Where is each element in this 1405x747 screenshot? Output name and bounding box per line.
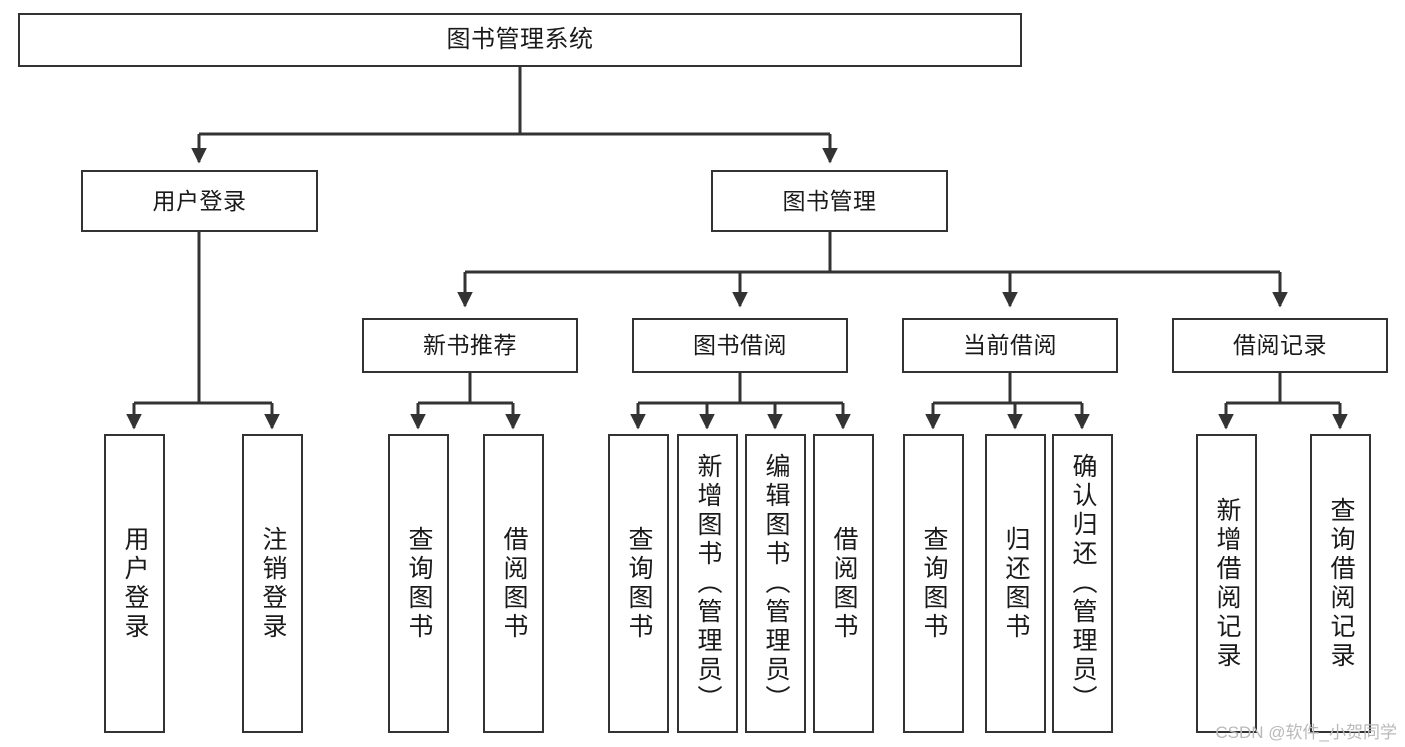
leaf-user-login-signin[interactable]: 用户登录 [104, 434, 165, 733]
leaf-current-borrow-return[interactable]: 归还图书 [985, 434, 1046, 733]
leaf-label: 借阅图书 [500, 525, 528, 642]
leaf-book-borrow-query[interactable]: 查询图书 [608, 434, 669, 733]
node-borrow-record-label: 借阅记录 [1233, 332, 1327, 359]
node-new-book-recommend[interactable]: 新书推荐 [362, 318, 578, 373]
leaf-label: 编辑图书（管理员） [762, 453, 790, 714]
leaf-label: 归还图书 [1002, 525, 1030, 642]
node-book-management[interactable]: 图书管理 [711, 170, 948, 232]
csdn-watermark: CSDN @软件_小贺同学 [1215, 723, 1397, 742]
node-current-borrow[interactable]: 当前借阅 [902, 318, 1118, 373]
leaf-borrow-record-add[interactable]: 新增借阅记录 [1196, 434, 1257, 733]
leaf-label: 新增借阅记录 [1213, 496, 1241, 671]
leaf-label: 注销登录 [259, 525, 287, 642]
node-book-management-label: 图书管理 [782, 187, 877, 214]
leaf-label: 借阅图书 [830, 525, 858, 642]
node-root[interactable]: 图书管理系统 [18, 13, 1022, 67]
leaf-label: 查询图书 [625, 525, 653, 642]
node-root-label: 图书管理系统 [446, 26, 594, 54]
leaf-book-borrow-lend[interactable]: 借阅图书 [813, 434, 874, 733]
leaf-current-borrow-query[interactable]: 查询图书 [903, 434, 964, 733]
leaf-current-borrow-confirm[interactable]: 确认归还（管理员） [1052, 434, 1113, 733]
leaf-label: 新增图书（管理员） [694, 453, 722, 714]
leaf-label: 查询借阅记录 [1327, 496, 1355, 671]
node-current-borrow-label: 当前借阅 [963, 332, 1057, 359]
node-borrow-record[interactable]: 借阅记录 [1172, 318, 1388, 373]
leaf-new-book-borrow[interactable]: 借阅图书 [483, 434, 544, 733]
leaf-label: 查询图书 [405, 525, 433, 642]
leaf-book-borrow-edit[interactable]: 编辑图书（管理员） [745, 434, 806, 733]
node-user-login-label: 用户登录 [152, 187, 247, 214]
leaf-label: 用户登录 [121, 525, 149, 642]
node-new-book-recommend-label: 新书推荐 [423, 332, 517, 359]
leaf-user-login-signout[interactable]: 注销登录 [242, 434, 303, 733]
node-user-login[interactable]: 用户登录 [81, 170, 318, 232]
leaf-label: 查询图书 [920, 525, 948, 642]
leaf-borrow-record-query[interactable]: 查询借阅记录 [1310, 434, 1371, 733]
leaf-label: 确认归还（管理员） [1069, 453, 1097, 714]
leaf-book-borrow-add[interactable]: 新增图书（管理员） [677, 434, 738, 733]
node-book-borrow-label: 图书借阅 [693, 332, 787, 359]
node-book-borrow[interactable]: 图书借阅 [632, 318, 848, 373]
leaf-new-book-query[interactable]: 查询图书 [388, 434, 449, 733]
